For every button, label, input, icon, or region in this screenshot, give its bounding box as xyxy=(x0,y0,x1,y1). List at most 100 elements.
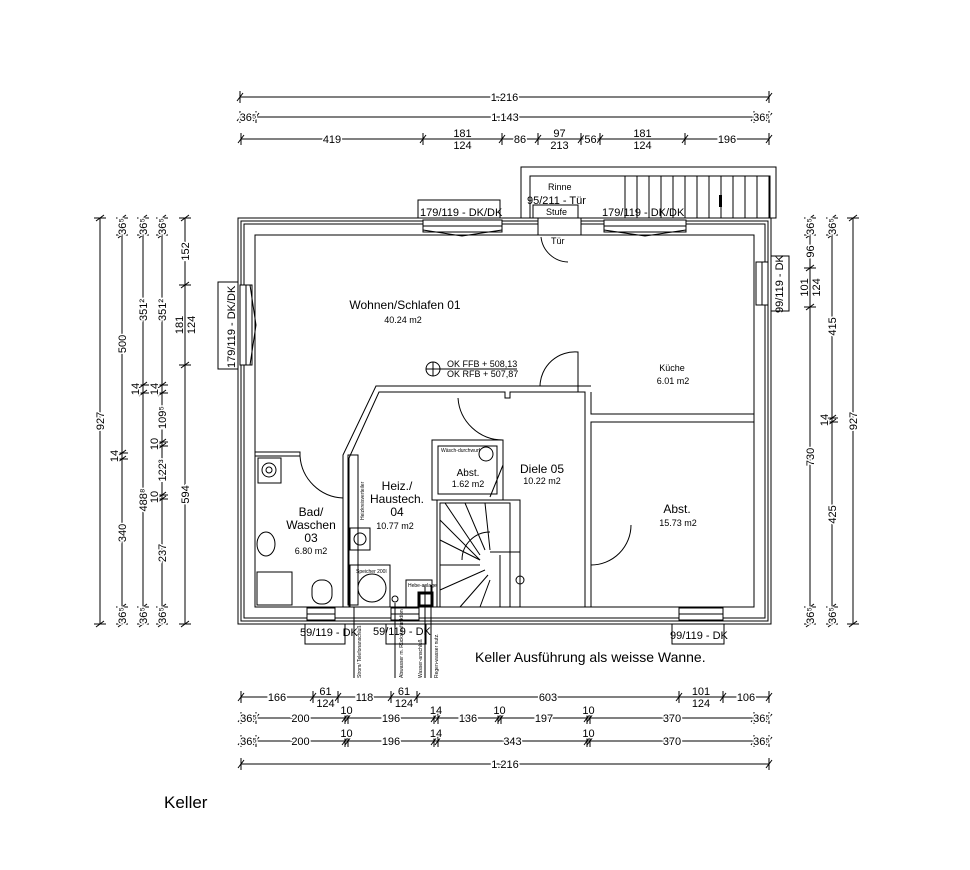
waeschedurchwurf-label: Wäsch-durchwurf xyxy=(441,448,481,454)
construction-note: Keller Ausführung als weisse Wanne. xyxy=(475,649,706,665)
dimension-value: 237 xyxy=(157,544,169,562)
dimension-value: 10 xyxy=(340,705,352,717)
window-left-label: 179/119 - DK/DK xyxy=(226,285,238,368)
strom-label: Strom/ Telefonanschluß xyxy=(357,626,363,678)
dimension-value: 86 xyxy=(514,134,526,146)
fixtures xyxy=(256,446,494,678)
room-area-abst-large: 15.73 m2 xyxy=(659,518,697,528)
dimension-value: 10 xyxy=(340,728,352,740)
dimension-value: 36⁵ xyxy=(240,736,257,748)
window-bottom-1-label: 59/119 - DK xyxy=(300,627,359,639)
dimension-value: 124 xyxy=(316,698,334,710)
room-name-kueche: Küche xyxy=(659,363,685,373)
dimension-value: 166 xyxy=(268,692,286,704)
dimension-value: 36⁵ xyxy=(117,218,129,235)
exterior-walls xyxy=(237,217,772,625)
dimension-value: 14 xyxy=(430,705,442,717)
dimension-value: 10 xyxy=(149,491,161,503)
dimension-value: 118 xyxy=(356,692,374,704)
level-ffb: OK FFB + 508,13 xyxy=(447,359,517,369)
dimension-value: 109⁵ xyxy=(157,406,169,429)
dimension-value: 36⁵ xyxy=(805,218,817,235)
dimension-value: 1.143 xyxy=(491,112,519,124)
dimension-value: 181 xyxy=(174,316,186,334)
dimension-value: 124 xyxy=(395,698,413,710)
dimension-value: 181 xyxy=(633,128,651,140)
dimension-value: 213 xyxy=(550,140,568,152)
windows xyxy=(239,219,769,621)
dimension-value: 14 xyxy=(430,728,442,740)
dimension-value: 10 xyxy=(493,705,505,717)
dimension-value: 1.216 xyxy=(491,759,519,771)
rinne-label: Rinne xyxy=(548,182,572,192)
room-area-abst-small: 1.62 m2 xyxy=(452,479,485,489)
dimension-value: 14 xyxy=(130,383,142,395)
dimension-value: 36⁵ xyxy=(827,607,839,624)
dimension-value: 594 xyxy=(180,485,192,503)
dimension-value: 343 xyxy=(503,736,521,748)
dimension-value: 124 xyxy=(692,698,710,710)
stufe-label: Stufe xyxy=(546,207,567,217)
dimension-value: 36⁵ xyxy=(753,736,770,748)
dimension-value: 730 xyxy=(805,448,817,466)
dimension-value: 10 xyxy=(582,728,594,740)
dimension-value: 10 xyxy=(149,438,161,450)
dimension-value: 351² xyxy=(157,299,169,321)
dimension-value: 196 xyxy=(382,713,400,725)
interior-doors xyxy=(299,351,632,566)
room-area-bad: 6.80 m2 xyxy=(295,546,328,556)
dimension-value: 61 xyxy=(398,686,410,698)
dimension-value: 101 xyxy=(799,278,811,296)
dimension-value: 122³ xyxy=(157,459,169,481)
dimension-value: 97 xyxy=(553,128,565,140)
dimension-value: 181 xyxy=(453,128,471,140)
level-rfb: OK RFB + 507,87 xyxy=(447,369,518,379)
room-area-kueche: 6.01 m2 xyxy=(657,376,690,386)
dimension-value: 36⁵ xyxy=(753,713,770,725)
room-name-heiz-3: 04 xyxy=(390,505,404,519)
wasser-label: Wasser-anschluß xyxy=(418,639,424,678)
tuer-label: Tür xyxy=(551,236,565,246)
stairs xyxy=(439,502,525,608)
room-name-diele: Diele 05 xyxy=(520,462,564,476)
dimension-value: 196 xyxy=(382,736,400,748)
dimension-value: 200 xyxy=(291,736,309,748)
dimension-value: 96 xyxy=(805,245,817,257)
window-label-boxes xyxy=(217,199,790,645)
window-top-right-label: 179/119 - DK/DK xyxy=(602,207,685,219)
window-bottom-2-label: 59/119 - DK xyxy=(373,626,432,638)
dimension-value: 415 xyxy=(827,317,839,335)
dimension-value: 152 xyxy=(180,242,192,260)
room-name-wohnen: Wohnen/Schlafen 01 xyxy=(349,298,461,312)
dimension-value: 10 xyxy=(582,705,594,717)
room-name-heiz-2: Haustech. xyxy=(370,492,424,506)
speicher-label: Speicher 200l xyxy=(356,569,387,575)
dimension-value: 136 xyxy=(459,713,477,725)
window-top-left-label: 179/119 - DK/DK xyxy=(420,207,503,219)
dimension-value: 36⁵ xyxy=(805,607,817,624)
dimension-value: 124 xyxy=(453,140,471,152)
interior-walls xyxy=(255,385,754,608)
dimension-value: 36⁵ xyxy=(117,607,129,624)
dimension-value: 61 xyxy=(319,686,331,698)
dimension-value: 927 xyxy=(848,412,860,430)
dimension-value: 419 xyxy=(323,134,341,146)
room-area-wohnen: 40.24 m2 xyxy=(384,315,422,325)
dimension-value: 101 xyxy=(692,686,710,698)
entrance-door xyxy=(537,217,582,263)
dimension-value: 370 xyxy=(663,736,681,748)
dimension-value: 14 xyxy=(819,414,831,426)
dimension-value: 36⁵ xyxy=(240,713,257,725)
dimension-value: 106 xyxy=(737,692,755,704)
dimension-value: 425 xyxy=(827,505,839,523)
dimension-value: 56 xyxy=(584,134,596,146)
dimension-value: 370 xyxy=(663,713,681,725)
dimension-value: 197 xyxy=(535,713,553,725)
dimension-value: 351² xyxy=(138,299,150,321)
dimension-value: 196 xyxy=(718,134,736,146)
dimension-value: 36⁵ xyxy=(827,218,839,235)
regen-label: Regen-wasser nutz. xyxy=(434,634,440,678)
abwasser-label: Abwasser m. Rückstaufunktion xyxy=(399,609,405,678)
hebeanlage-label: Hebe-anlage xyxy=(408,583,437,589)
